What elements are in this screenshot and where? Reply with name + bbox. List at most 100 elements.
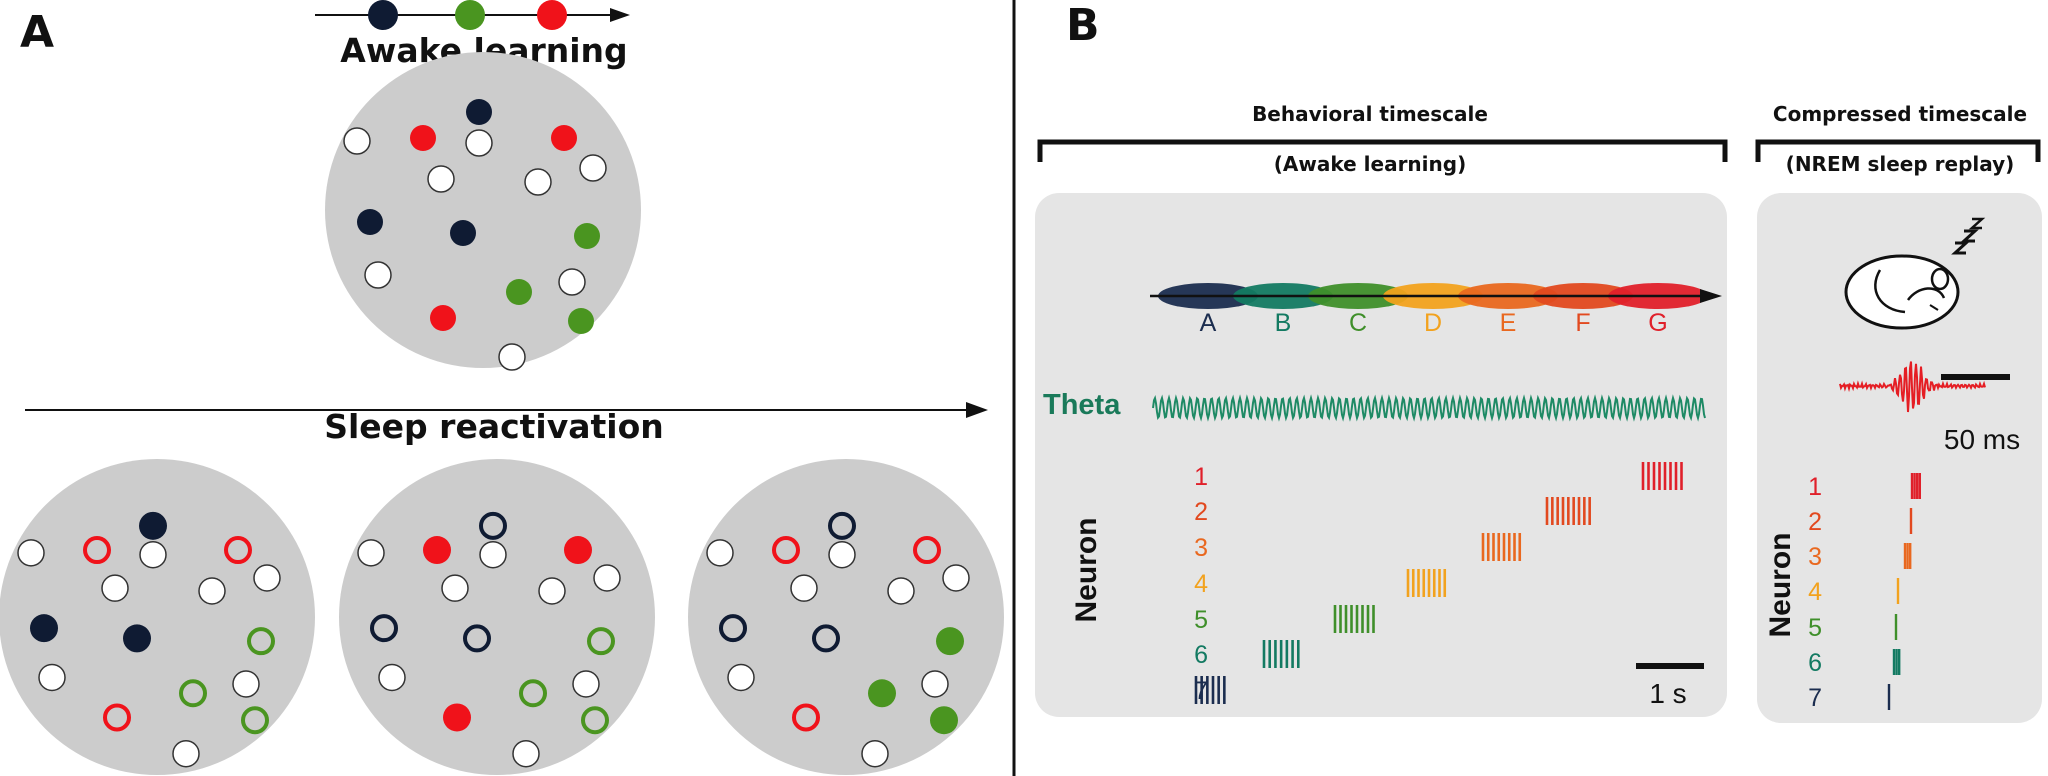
neuron-dot bbox=[593, 564, 621, 592]
neuron-number: 7 bbox=[1808, 684, 1822, 712]
neuron-dot bbox=[706, 539, 734, 567]
compressed-neuron-axis-label: Neuron bbox=[1764, 533, 1797, 638]
neuron-dot bbox=[38, 663, 66, 692]
neuron-dot bbox=[790, 574, 818, 602]
behavioral-bracket bbox=[1037, 139, 1728, 162]
neuron-dot bbox=[343, 127, 371, 155]
place-field-letter: B bbox=[1275, 309, 1292, 337]
neuron-dot bbox=[410, 125, 436, 151]
inactive-neuron-ring bbox=[581, 706, 609, 735]
active-neuron-dot bbox=[423, 536, 451, 565]
neuron-dot bbox=[942, 564, 970, 592]
inactive-neuron-ring bbox=[772, 536, 800, 565]
neuron-number: 2 bbox=[1808, 508, 1822, 536]
inactive-neuron-ring bbox=[587, 627, 615, 656]
neuron-dot bbox=[524, 168, 552, 196]
sleep-arrowhead-icon bbox=[966, 402, 988, 418]
neuron-dot bbox=[378, 663, 406, 692]
neuron-number: 1 bbox=[1808, 473, 1822, 501]
compressed-timescale-subtitle: (NREM sleep replay) bbox=[1786, 152, 2015, 176]
neuron-number: 1 bbox=[1194, 463, 1208, 491]
sleep-pool-1 bbox=[0, 459, 315, 775]
neuron-number: 3 bbox=[1808, 543, 1822, 571]
neuron-number: 4 bbox=[1194, 570, 1208, 598]
inactive-neuron-ring bbox=[103, 703, 131, 732]
active-neuron-dot bbox=[30, 614, 58, 643]
active-neuron-dot bbox=[868, 679, 896, 708]
neuron-dot bbox=[357, 539, 385, 567]
theta-label: Theta bbox=[1043, 389, 1121, 421]
neuron-dot bbox=[466, 99, 492, 125]
neuron-number: 2 bbox=[1194, 498, 1208, 526]
place-field-letter: C bbox=[1349, 309, 1367, 337]
track-arrowhead-icon bbox=[1700, 289, 1722, 303]
place-field-letter: F bbox=[1575, 309, 1590, 337]
theta-oscillation bbox=[1152, 394, 1706, 422]
neuron-number: 4 bbox=[1808, 578, 1822, 606]
inactive-neuron-ring bbox=[463, 624, 491, 653]
neuron-dot bbox=[538, 577, 566, 605]
place-field-letter: G bbox=[1648, 309, 1667, 337]
neuron-dot bbox=[479, 540, 507, 569]
neuron-dot bbox=[139, 540, 167, 569]
behavioral-spike-raster bbox=[1194, 462, 1683, 704]
neuron-dot bbox=[198, 577, 226, 605]
neuron-dot bbox=[572, 670, 600, 698]
sleep-timeline bbox=[25, 402, 988, 418]
neuron-dot bbox=[357, 209, 383, 235]
sleep-pool-2 bbox=[339, 459, 655, 775]
neuron-number: 5 bbox=[1194, 606, 1208, 634]
neuron-dot bbox=[498, 343, 526, 371]
neuron-dot bbox=[568, 308, 594, 334]
behavioral-timescale-subtitle: (Awake learning) bbox=[1274, 152, 1466, 176]
inactive-neuron-ring bbox=[241, 706, 269, 735]
active-neuron-dot bbox=[930, 706, 958, 735]
inactive-neuron-ring bbox=[719, 614, 747, 643]
inactive-neuron-ring bbox=[179, 679, 207, 708]
behavioral-neuron-axis-label: Neuron bbox=[1070, 518, 1103, 623]
neuron-dot bbox=[465, 129, 493, 157]
neuron-dot bbox=[558, 268, 586, 296]
neuron-dot bbox=[727, 663, 755, 692]
assembly-order-timeline bbox=[315, 0, 630, 30]
active-neuron-dot bbox=[443, 703, 471, 732]
panel-b: B Behavioral timescale (Awake learning) … bbox=[1035, 0, 2042, 723]
neuron-dot bbox=[506, 279, 532, 305]
neuron-dot bbox=[921, 670, 949, 698]
neuron-dot bbox=[232, 670, 260, 698]
sharp-wave-ripple-icon bbox=[1839, 361, 1986, 413]
neuron-dot bbox=[579, 154, 607, 182]
sleep-reactivation-title: Sleep reactivation bbox=[324, 407, 664, 446]
neuron-dot bbox=[861, 739, 889, 768]
inactive-neuron-ring bbox=[828, 511, 856, 540]
neuron-dot bbox=[574, 223, 600, 249]
inactive-neuron-ring bbox=[479, 511, 507, 540]
active-neuron-dot bbox=[139, 511, 167, 540]
neuron-number: 3 bbox=[1194, 534, 1208, 562]
neuron-dot bbox=[512, 739, 540, 768]
place-field-letter: A bbox=[1200, 309, 1217, 337]
compressed-bracket bbox=[1755, 139, 2041, 162]
neuron-dot bbox=[828, 540, 856, 569]
neuron-dot bbox=[253, 564, 281, 592]
sleeping-mouse-icon bbox=[1844, 217, 1986, 330]
place-field-letter: E bbox=[1500, 309, 1517, 337]
panel-a-letter: A bbox=[20, 7, 54, 58]
inactive-neuron-ring bbox=[913, 536, 941, 565]
compressed-scale-label: 50 ms bbox=[1944, 424, 2020, 455]
timeline-dot-dark bbox=[368, 0, 398, 30]
neuron-dot bbox=[430, 305, 456, 331]
neuron-dot bbox=[427, 165, 455, 193]
inactive-neuron-ring bbox=[812, 624, 840, 653]
panel-b-letter: B bbox=[1066, 0, 1100, 51]
sleep-pool-3 bbox=[688, 459, 1004, 775]
awake-neuron-pool bbox=[325, 52, 641, 371]
compressed-spike-raster bbox=[1887, 473, 1922, 710]
inactive-neuron-ring bbox=[247, 627, 275, 656]
inactive-neuron-ring bbox=[370, 614, 398, 643]
neuron-dot bbox=[450, 220, 476, 246]
neuron-dot bbox=[172, 739, 200, 768]
